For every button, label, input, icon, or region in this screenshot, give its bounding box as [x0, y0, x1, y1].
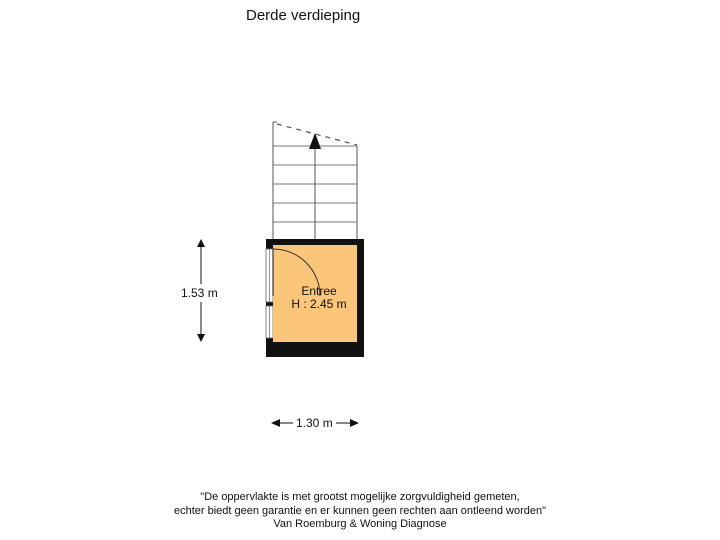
vertical-dimension-label: 1.53 m: [180, 284, 219, 302]
disclaimer-footer: "De oppervlakte is met grootst mogelijke…: [0, 491, 720, 532]
room-entree: [273, 245, 357, 342]
staircase: [272, 121, 358, 240]
disclaimer-line-2: echter biedt geen garantie en er kunnen …: [173, 504, 547, 517]
walls: [265, 239, 364, 357]
page-title: Derde verdieping: [246, 7, 361, 24]
door-swing: [272, 248, 321, 297]
room-label: Entree H : 2.45 m: [273, 285, 365, 311]
room-name: Entree: [301, 284, 337, 298]
stair-direction-arrow: [309, 133, 321, 149]
room-height: H : 2.45 m: [291, 297, 347, 311]
company-name: Van Roemburg & Woning Diagnose: [273, 518, 447, 530]
horizontal-dimension-label: 1.30 m: [293, 416, 336, 430]
disclaimer-line-1: "De oppervlakte is met grootst mogelijke…: [200, 491, 520, 503]
